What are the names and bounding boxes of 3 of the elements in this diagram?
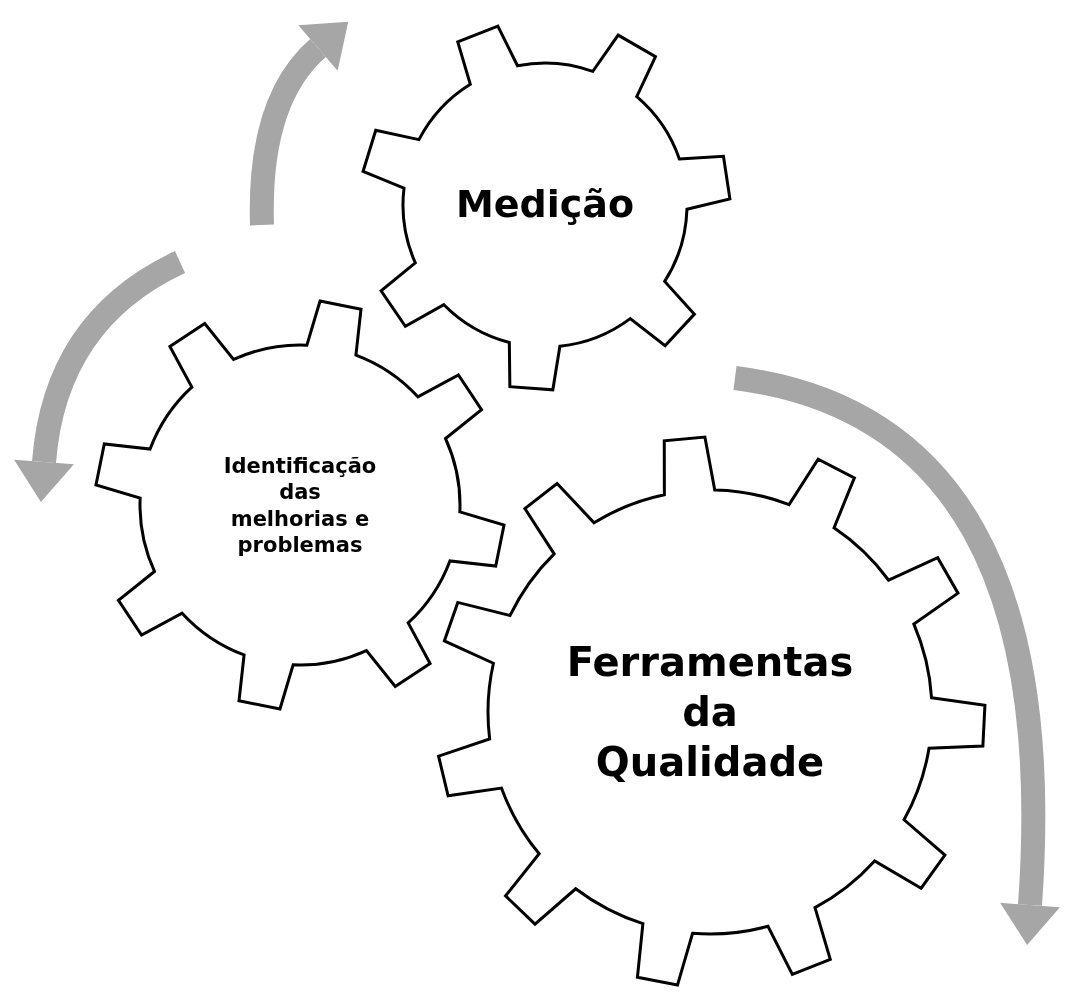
gear-label: Medição	[454, 181, 636, 229]
gear-label: Identificação das melhorias e problemas	[222, 452, 378, 558]
gear-label: Ferramentas da Qualidade	[565, 638, 855, 787]
